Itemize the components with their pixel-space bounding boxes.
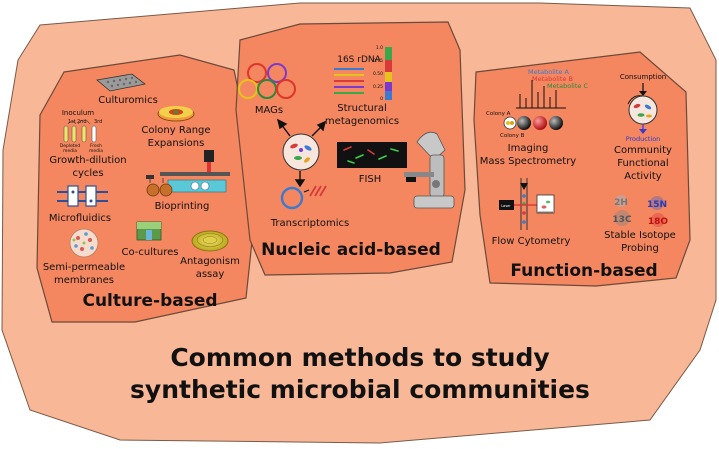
metabolite-c-label: Metabolite C xyxy=(547,82,588,90)
gd-second-label: 2nd xyxy=(77,119,87,125)
isotope-atoms-icon xyxy=(614,195,665,227)
consumption-label: Consumption xyxy=(620,73,666,81)
depleted-label: Depleted xyxy=(60,143,81,149)
gd-third-label: 3rd xyxy=(94,119,102,125)
colony-range-label-line2: Expansions xyxy=(148,138,205,149)
coculture-vessel-icon xyxy=(136,221,162,241)
semi-permeable-label-line2: membranes xyxy=(54,275,114,286)
bar-tick-0: 0 xyxy=(380,96,383,102)
nucleic-acid-heading: Nucleic acid-based xyxy=(261,240,441,260)
isotope-15n-label: 15N xyxy=(647,200,667,210)
flow-cytometer-icon xyxy=(499,178,555,230)
main-title-line2: synthetic microbial communities xyxy=(130,375,590,404)
rdna-sequence-lines-icon xyxy=(334,68,364,94)
community-label-line1: Community xyxy=(614,145,672,156)
colony-range-label-line1: Colony Range xyxy=(141,125,210,136)
antagonism-plate-icon xyxy=(191,230,229,252)
well-plate-icon xyxy=(96,73,146,92)
cycles-label: cycles xyxy=(72,168,103,179)
community-label-line3: Activity xyxy=(624,171,661,182)
transcript-ring-icon xyxy=(280,185,327,210)
isotope-13c-label: 13C xyxy=(612,215,632,225)
mags-rings-icon xyxy=(238,63,296,99)
rdna-label: 16S rDNA xyxy=(337,55,381,65)
bar-tick-075: 0.75 xyxy=(373,58,383,64)
depleted-media-label: media xyxy=(63,148,77,154)
colony-plate-icon xyxy=(157,106,195,122)
fish-label: FISH xyxy=(359,174,382,185)
main-title-line1: Common methods to study xyxy=(170,343,549,372)
test-tubes-icon xyxy=(63,119,97,143)
bioprinter-icon xyxy=(146,150,230,197)
microfluidics-label: Microfluidics xyxy=(49,213,111,224)
imaging-label-line1: Imaging xyxy=(508,143,549,154)
flow-cytometry-label: Flow Cytometry xyxy=(492,236,571,247)
bar-tick-050: 0.50 xyxy=(373,71,383,77)
stable-isotope-label-line1: Stable Isotope xyxy=(604,230,676,241)
microfluidics-icon xyxy=(57,185,108,207)
mags-label: MAGs xyxy=(255,105,283,116)
culturomics-label: Culturomics xyxy=(98,95,158,106)
bioprinting-label: Bioprinting xyxy=(155,201,210,212)
metabolite-b-label: Metabolite B xyxy=(532,75,573,83)
transcriptomics-label: Transcriptomics xyxy=(270,218,349,229)
microscope-icon xyxy=(337,131,455,209)
cocultures-label: Co-cultures xyxy=(121,247,178,258)
laser-label: Laser xyxy=(501,204,511,208)
stable-isotope-label-line2: Probing xyxy=(621,243,659,254)
fresh-label: Fresh xyxy=(90,143,102,149)
abundance-bar-icon xyxy=(385,47,392,100)
bar-tick-1: 1.0 xyxy=(376,45,383,51)
structural-label-line2: metagenomics xyxy=(325,116,399,127)
mass-spectrum-icon xyxy=(516,80,566,109)
membrane-icon xyxy=(69,228,99,258)
inoculum-label: Inoculum xyxy=(62,109,94,117)
direction-arrows-icon xyxy=(276,118,327,188)
isotope-2h-label: 2H xyxy=(614,198,628,208)
community-label-line2: Functional xyxy=(617,158,668,169)
isotope-18o-label: 18O xyxy=(648,217,669,227)
community-cell-icon xyxy=(282,133,320,171)
function-based-heading: Function-based xyxy=(510,261,657,281)
culture-based-heading: Culture-based xyxy=(82,291,217,311)
colony-a-label: Colony A xyxy=(486,111,511,117)
function-cell-icon xyxy=(627,83,658,134)
semi-permeable-label-line1: Semi-permeable xyxy=(43,262,125,273)
growth-dilution-label: Growth-dilution xyxy=(49,155,126,166)
bar-tick-025: 0.25 xyxy=(373,84,383,90)
antagonism-label-line2: assay xyxy=(196,269,225,280)
ms-spheres-icon xyxy=(503,116,563,130)
fresh-media-label: media xyxy=(89,148,103,154)
structural-label-line1: Structural xyxy=(337,103,387,114)
production-label: Production xyxy=(626,135,661,143)
gd-first-label: 1st xyxy=(68,119,76,125)
metabolite-a-label: Metabolite A xyxy=(528,68,569,76)
imaging-label-line2: Mass Spectrometry xyxy=(480,156,577,167)
colony-b-label: Colony B xyxy=(500,133,525,139)
antagonism-label-line1: Antagonism xyxy=(180,256,240,267)
